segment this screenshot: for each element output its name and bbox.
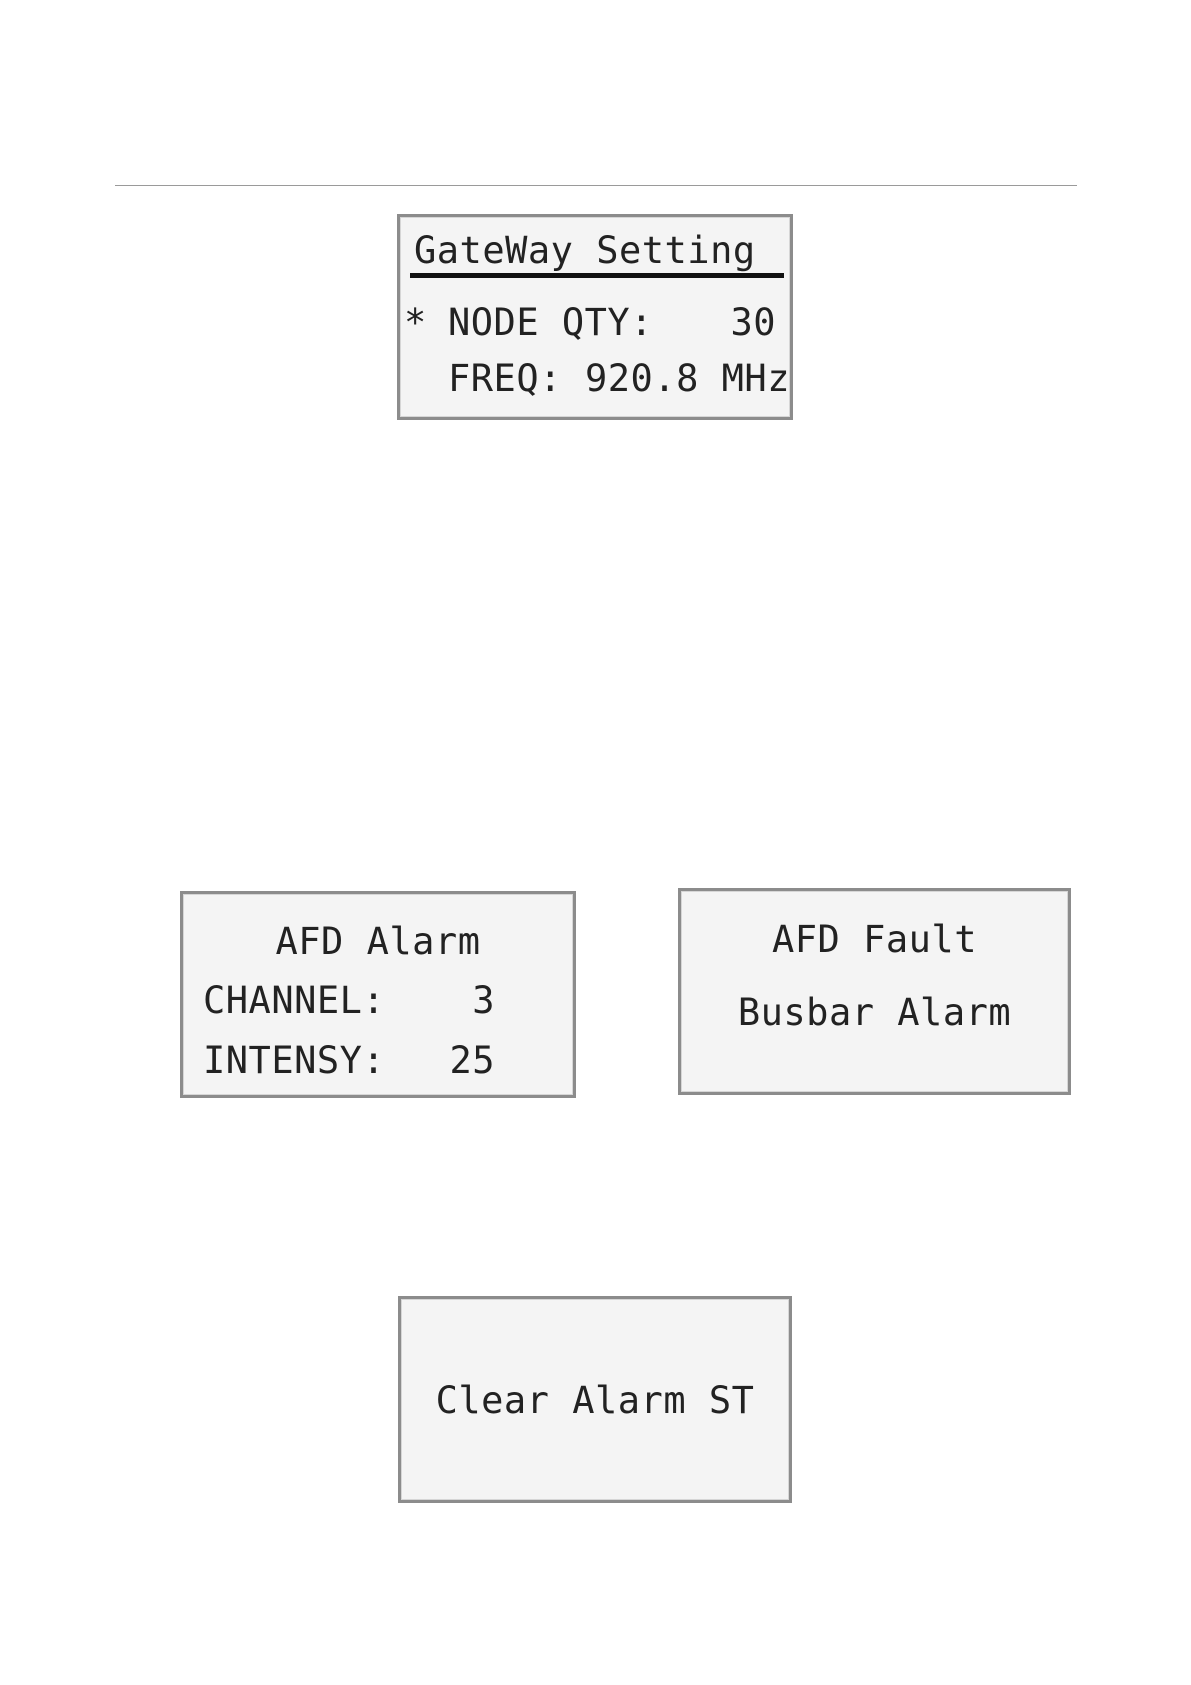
clear-alarm-screen: Clear Alarm ST <box>398 1296 792 1503</box>
freq-value: 920.8 MHz <box>585 357 790 401</box>
screen-title: AFD Fault <box>681 918 1068 962</box>
intensity-label: INTENSY: <box>203 1039 385 1083</box>
node-qty-value: 30 <box>730 301 776 345</box>
afd-fault-screen: AFD Fault Busbar Alarm <box>678 888 1071 1095</box>
afd-alarm-screen: AFD Alarm CHANNEL: 3 INTENSY: 25 <box>180 891 576 1098</box>
header-divider <box>115 185 1077 186</box>
freq-label: FREQ: <box>448 357 562 401</box>
selection-cursor: * <box>404 301 427 345</box>
clear-alarm-message: Clear Alarm ST <box>401 1379 789 1423</box>
channel-value: 3 <box>472 979 495 1023</box>
gateway-setting-screen: GateWay Setting * NODE QTY: 30 FREQ: 920… <box>397 214 793 420</box>
node-qty-label: NODE QTY: <box>448 301 653 345</box>
screen-title: GateWay Setting <box>414 229 756 273</box>
channel-label: CHANNEL: <box>203 979 385 1023</box>
fault-message: Busbar Alarm <box>681 991 1068 1035</box>
title-underline <box>410 273 784 278</box>
screen-title: AFD Alarm <box>183 920 573 964</box>
intensity-value: 25 <box>449 1039 495 1083</box>
